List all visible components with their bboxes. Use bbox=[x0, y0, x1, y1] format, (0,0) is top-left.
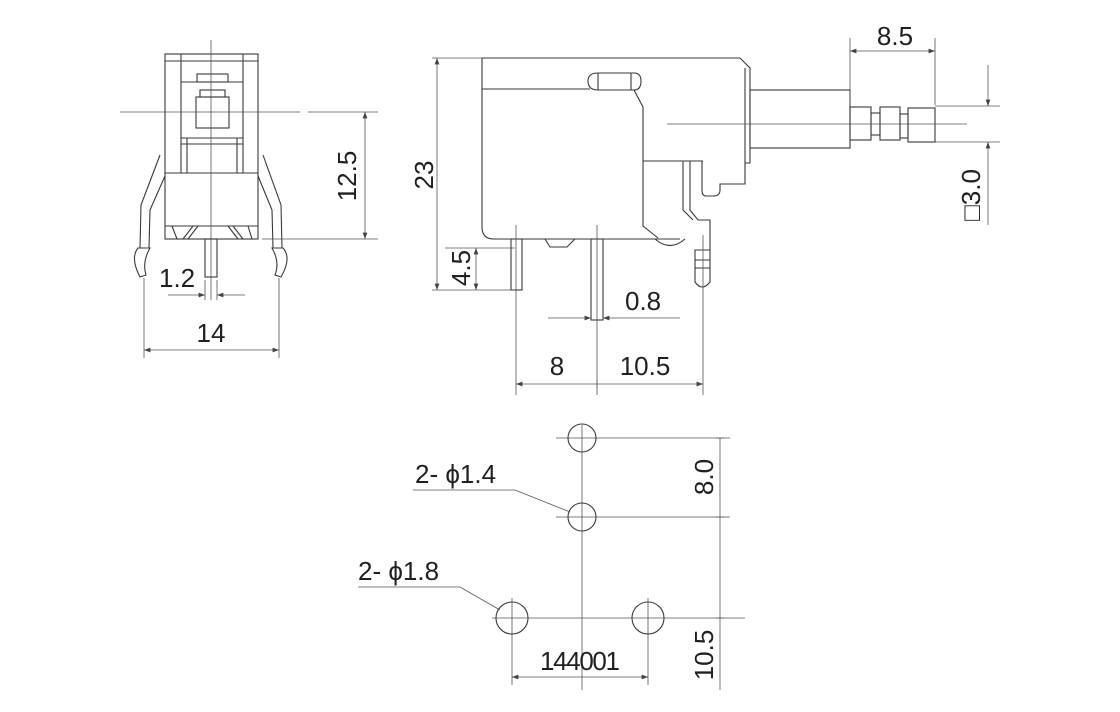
button-face bbox=[195, 96, 230, 129]
hole-small-top bbox=[567, 423, 597, 453]
side-pin-width-dim: 0.8 bbox=[625, 286, 661, 316]
side-view: 23 4.5 0.8 8 10.5 8.5 □3.0 bbox=[409, 21, 1000, 395]
front-view: 12.5 1.2 14 bbox=[120, 40, 378, 358]
lower-offset-dim: 10.5 bbox=[689, 630, 719, 681]
side-height-dim: 23 bbox=[409, 161, 439, 190]
hole-large-right bbox=[631, 601, 665, 635]
shaft-square-dim: □3.0 bbox=[956, 169, 986, 221]
vertical-pitch-dim: 8.0 bbox=[689, 459, 719, 495]
side-pin-right bbox=[694, 249, 711, 288]
front-pin-width-dim: 1.2 bbox=[159, 263, 195, 293]
hole-small-mid bbox=[567, 502, 597, 532]
shaft bbox=[749, 89, 851, 149]
side-pitch-right-dim: 10.5 bbox=[620, 351, 671, 381]
slot bbox=[587, 72, 642, 91]
horizontal-pitch-dim: 144001 bbox=[540, 646, 620, 676]
hole-large-label: 2- ϕ1.8 bbox=[358, 556, 439, 586]
front-width-dim: 14 bbox=[197, 318, 226, 348]
hole-small-label: 2- ϕ1.4 bbox=[415, 459, 496, 489]
hole-large-left bbox=[495, 601, 529, 635]
side-pin-length-dim: 4.5 bbox=[446, 250, 476, 286]
front-height-dim: 12.5 bbox=[332, 151, 362, 202]
pcb-footprint: 8.0 10.5 144001 2- ϕ1.4 2- ϕ1.8 bbox=[358, 423, 745, 690]
side-pitch-left-dim: 8 bbox=[550, 351, 564, 381]
side-pin-left bbox=[510, 238, 523, 291]
shaft-length-dim: 8.5 bbox=[877, 21, 913, 51]
